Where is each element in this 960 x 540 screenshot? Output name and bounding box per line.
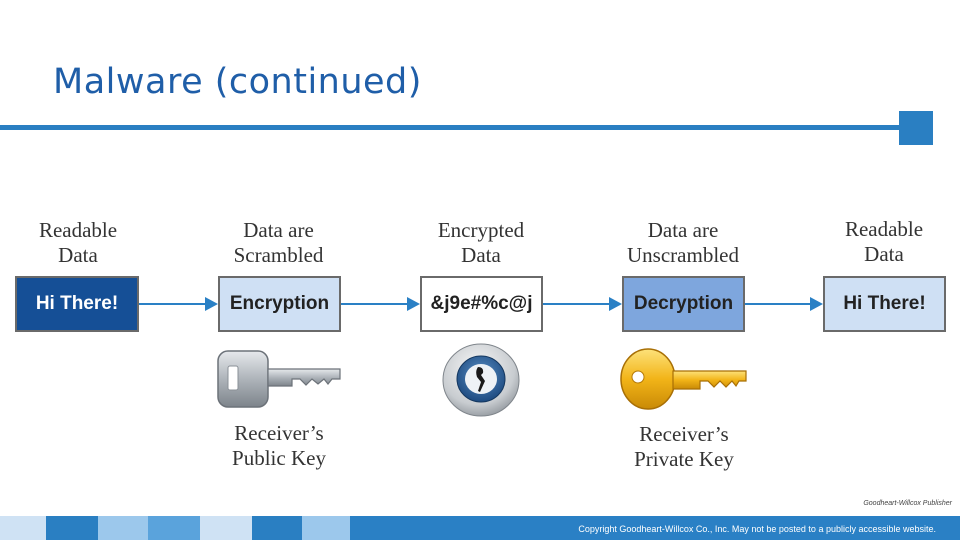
public-key-caption: Receiver’s Public Key <box>232 421 326 470</box>
decryption-box: Decryption <box>622 276 745 332</box>
step-label-encrypted-data: Encrypted Data <box>437 218 525 267</box>
flow-arrow-2 <box>341 297 420 311</box>
ciphertext-box: &j9e#%c@j <box>420 276 543 332</box>
title-rule <box>0 125 905 130</box>
encryption-box: Encryption <box>218 276 341 332</box>
flow-arrow-3 <box>543 297 622 311</box>
page-title: Malware (continued) <box>53 62 422 102</box>
title-rule-square <box>899 111 933 145</box>
silver-key-icon <box>217 350 341 408</box>
step-label-scrambled: Data are Scrambled <box>233 218 324 267</box>
footer-strip <box>0 516 960 540</box>
copyright-text: Copyright Goodheart-Willcox Co., Inc. Ma… <box>578 524 936 534</box>
flow-arrow-4 <box>745 297 823 311</box>
step-label-readable-data-2: Readable Data <box>844 217 924 266</box>
plaintext-box: Hi There! <box>15 276 139 332</box>
publisher-credit: Goodheart-Willcox Publisher <box>863 500 952 507</box>
step-label-readable-data: Readable Data <box>38 218 118 267</box>
keyhole-lock-icon <box>442 343 520 417</box>
step-label-unscrambled: Data are Unscrambled <box>627 218 739 267</box>
plaintext-result-box: Hi There! <box>823 276 946 332</box>
private-key-caption: Receiver’s Private Key <box>634 422 734 471</box>
flow-arrow-1 <box>139 297 218 311</box>
gold-key-icon <box>620 348 747 410</box>
